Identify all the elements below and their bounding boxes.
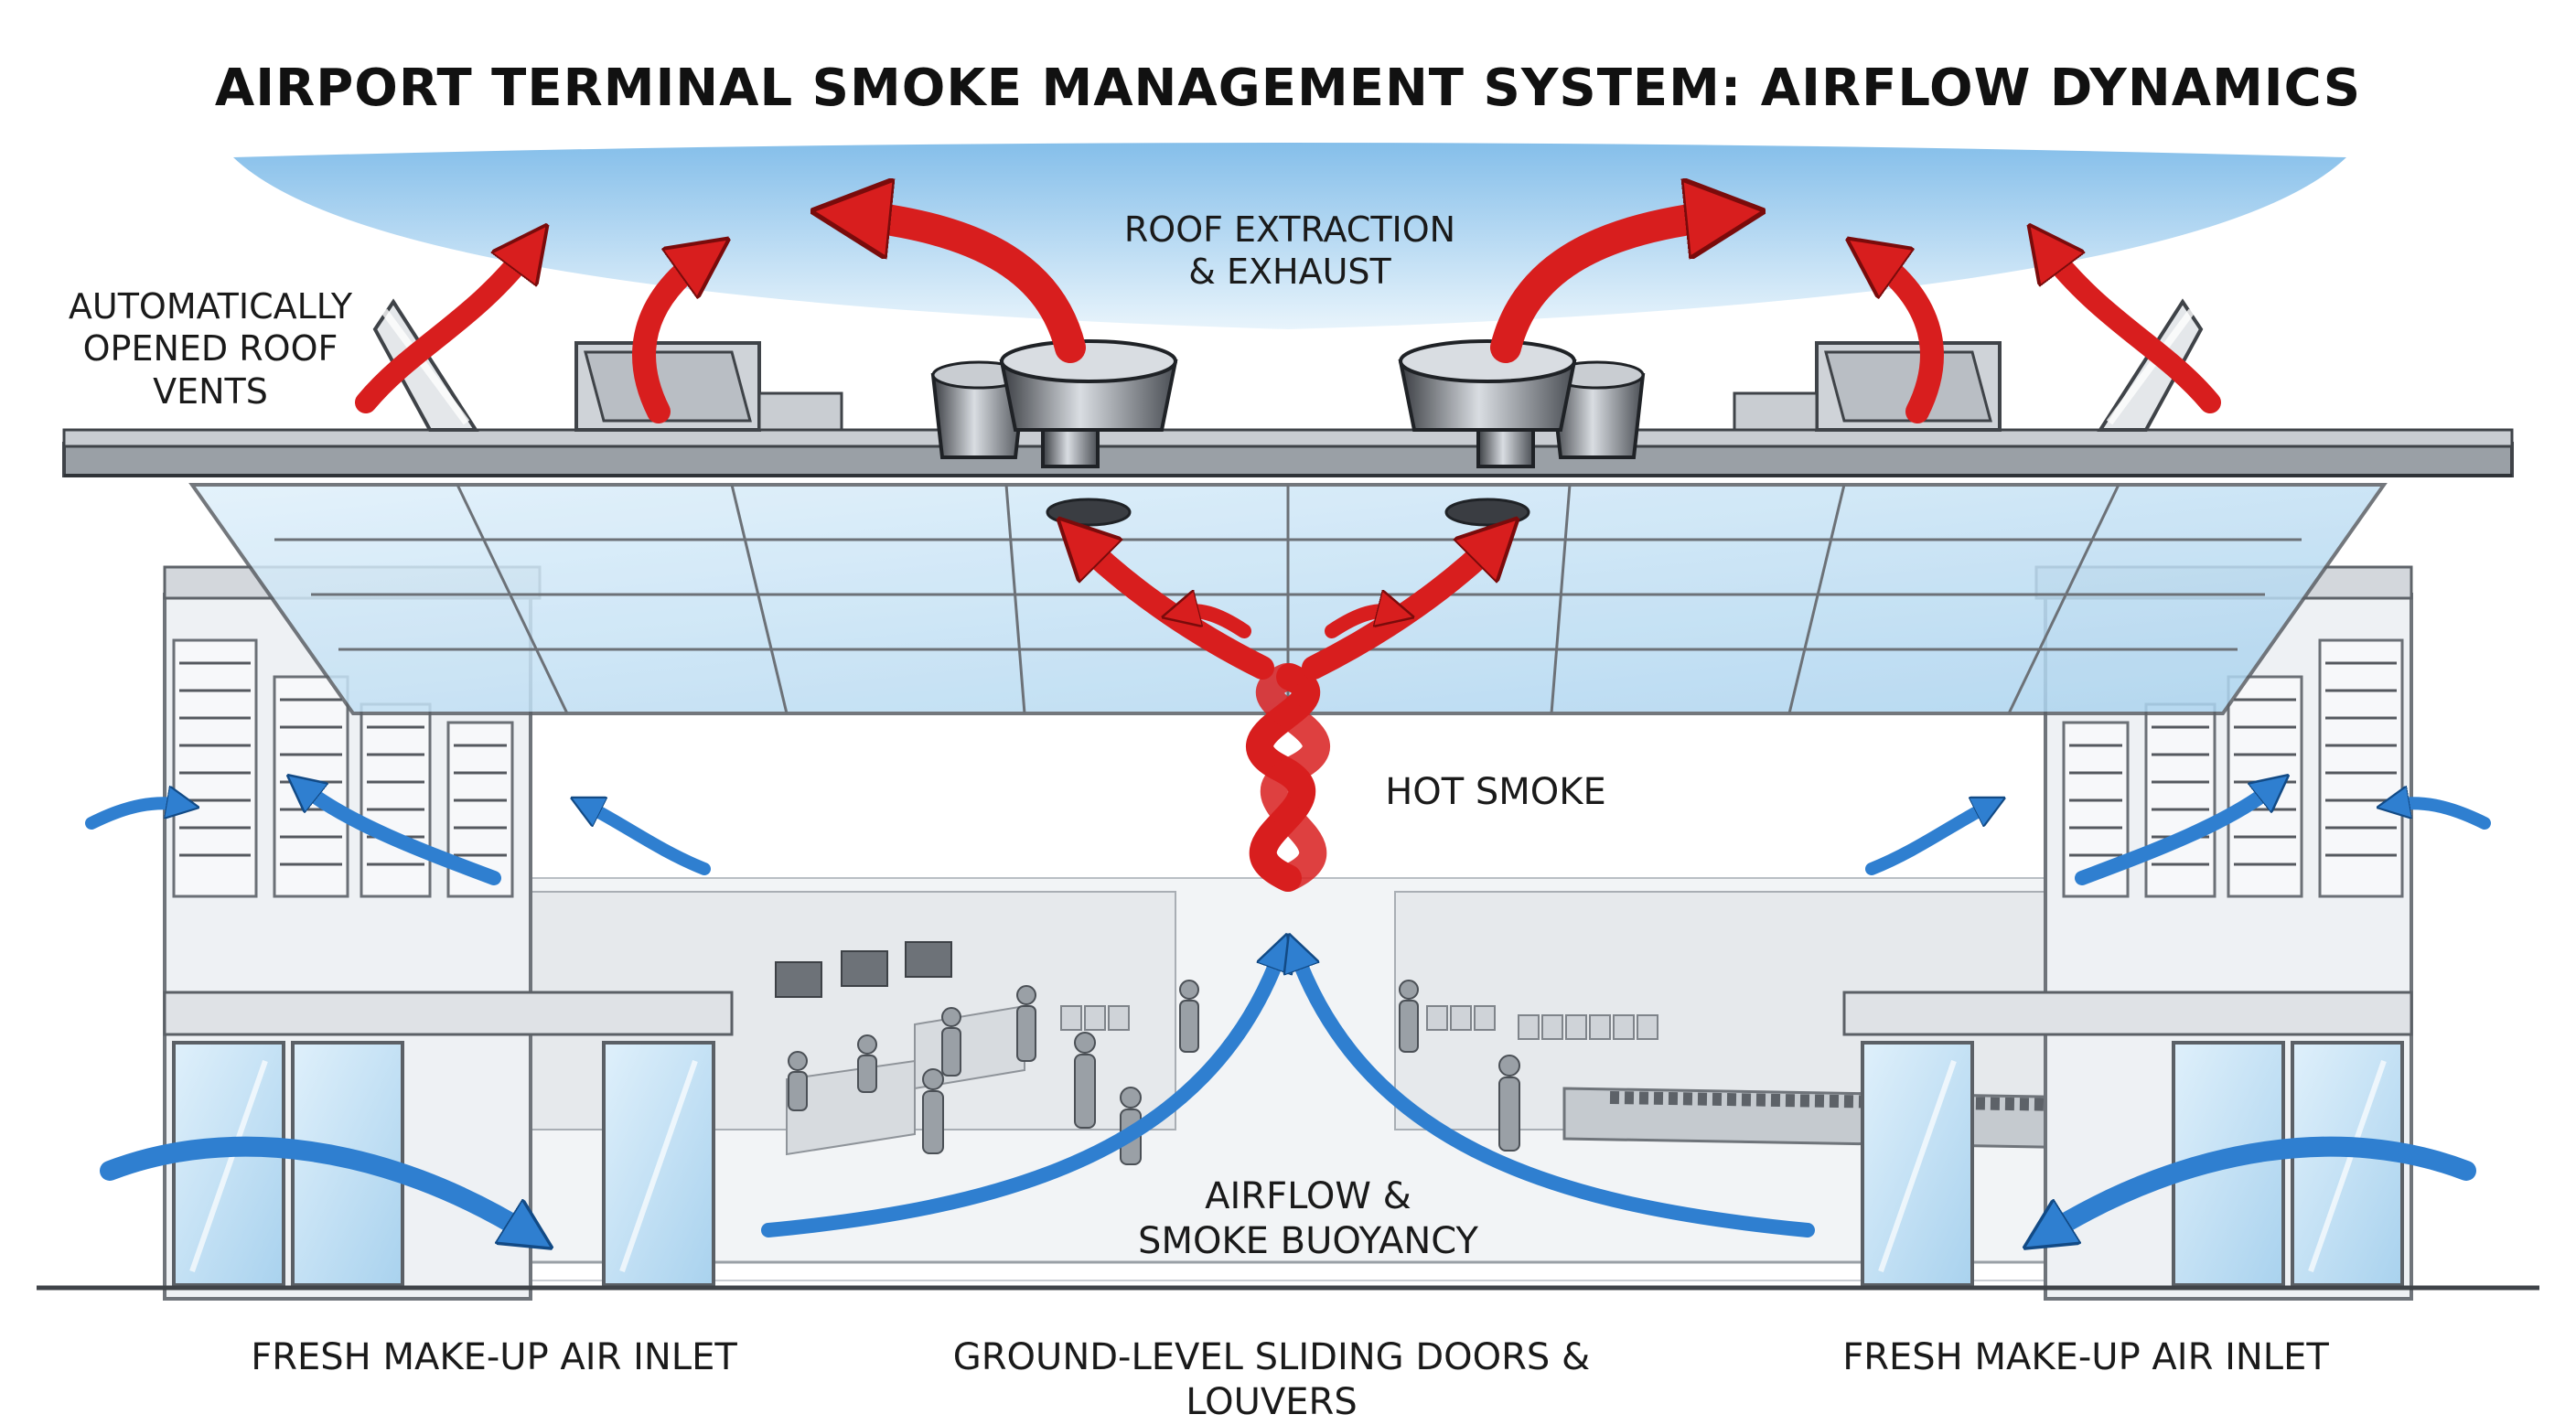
blue-arrow: [2045, 1136, 2476, 1235]
blue-arrow: [585, 805, 711, 875]
traveller-icon: [1399, 980, 1419, 1053]
traveller-icon: [1016, 985, 1036, 1062]
red-arrow: [1872, 256, 1944, 423]
traveller-icon: [922, 1068, 944, 1154]
blue-arrow: [302, 787, 501, 885]
blue-arrow: [100, 1136, 531, 1235]
blue-arrow: [85, 803, 183, 830]
roof-vents-label: AUTOMATICALLY OPENED ROOF VENTS: [68, 286, 353, 412]
red-arrow: [355, 247, 531, 413]
roof-extraction-label: ROOF EXTRACTION & EXHAUST: [1123, 209, 1456, 293]
roof-vent-icon: [574, 341, 761, 432]
blue-arrow: [1295, 951, 1815, 1238]
extraction-fans: [930, 339, 1646, 527]
roof-vents: [372, 298, 2204, 432]
blue-arrow: [1865, 805, 1991, 875]
right-sliding-doors: [1861, 1041, 2404, 1287]
blue-arrow: [761, 951, 1281, 1238]
red-arrow: [1180, 611, 1251, 638]
red-arrow: [1490, 215, 1725, 363]
traveller-icon: [941, 1007, 961, 1077]
blue-arrow: [2393, 803, 2491, 830]
extraction-fan-icon: [1398, 339, 1577, 527]
inlet-left-label: FRESH MAKE-UP AIR INLET: [251, 1336, 737, 1378]
red-arrow: [632, 256, 704, 423]
blue-arrow: [2075, 787, 2274, 885]
red-arrow: [1325, 611, 1396, 638]
traveller-icon: [1074, 1032, 1096, 1129]
louvre-panels: [2062, 638, 2404, 898]
travellers: [788, 980, 1520, 1165]
inlet-right-label: FRESH MAKE-UP AIR INLET: [1842, 1336, 2329, 1378]
buoyancy-label: AIRFLOW & SMOKE BUOYANCY: [1138, 1175, 1478, 1262]
hot-smoke-plume: [1079, 540, 1497, 892]
doors-louvers-label: GROUND-LEVEL SLIDING DOORS & LOUVERS: [952, 1336, 1591, 1423]
fresh-air-arrows: [85, 787, 2491, 1238]
glass-roof: [62, 428, 2514, 715]
traveller-icon: [1179, 980, 1199, 1053]
traveller-icon: [788, 1051, 808, 1111]
roof-vent-icon: [2097, 298, 2204, 432]
traveller-icon: [1498, 1055, 1520, 1152]
red-arrow: [2045, 247, 2221, 413]
sky-band: [233, 143, 2346, 329]
page-title: AIRPORT TERMINAL SMOKE MANAGEMENT SYSTEM…: [214, 59, 2362, 118]
hot-smoke-label: HOT SMOKE: [1385, 771, 1606, 813]
roof-vent-icon: [372, 298, 479, 432]
red-arrow: [851, 215, 1086, 363]
smoke-exhaust-arrows: [355, 215, 2221, 423]
traveller-icon: [857, 1034, 877, 1093]
